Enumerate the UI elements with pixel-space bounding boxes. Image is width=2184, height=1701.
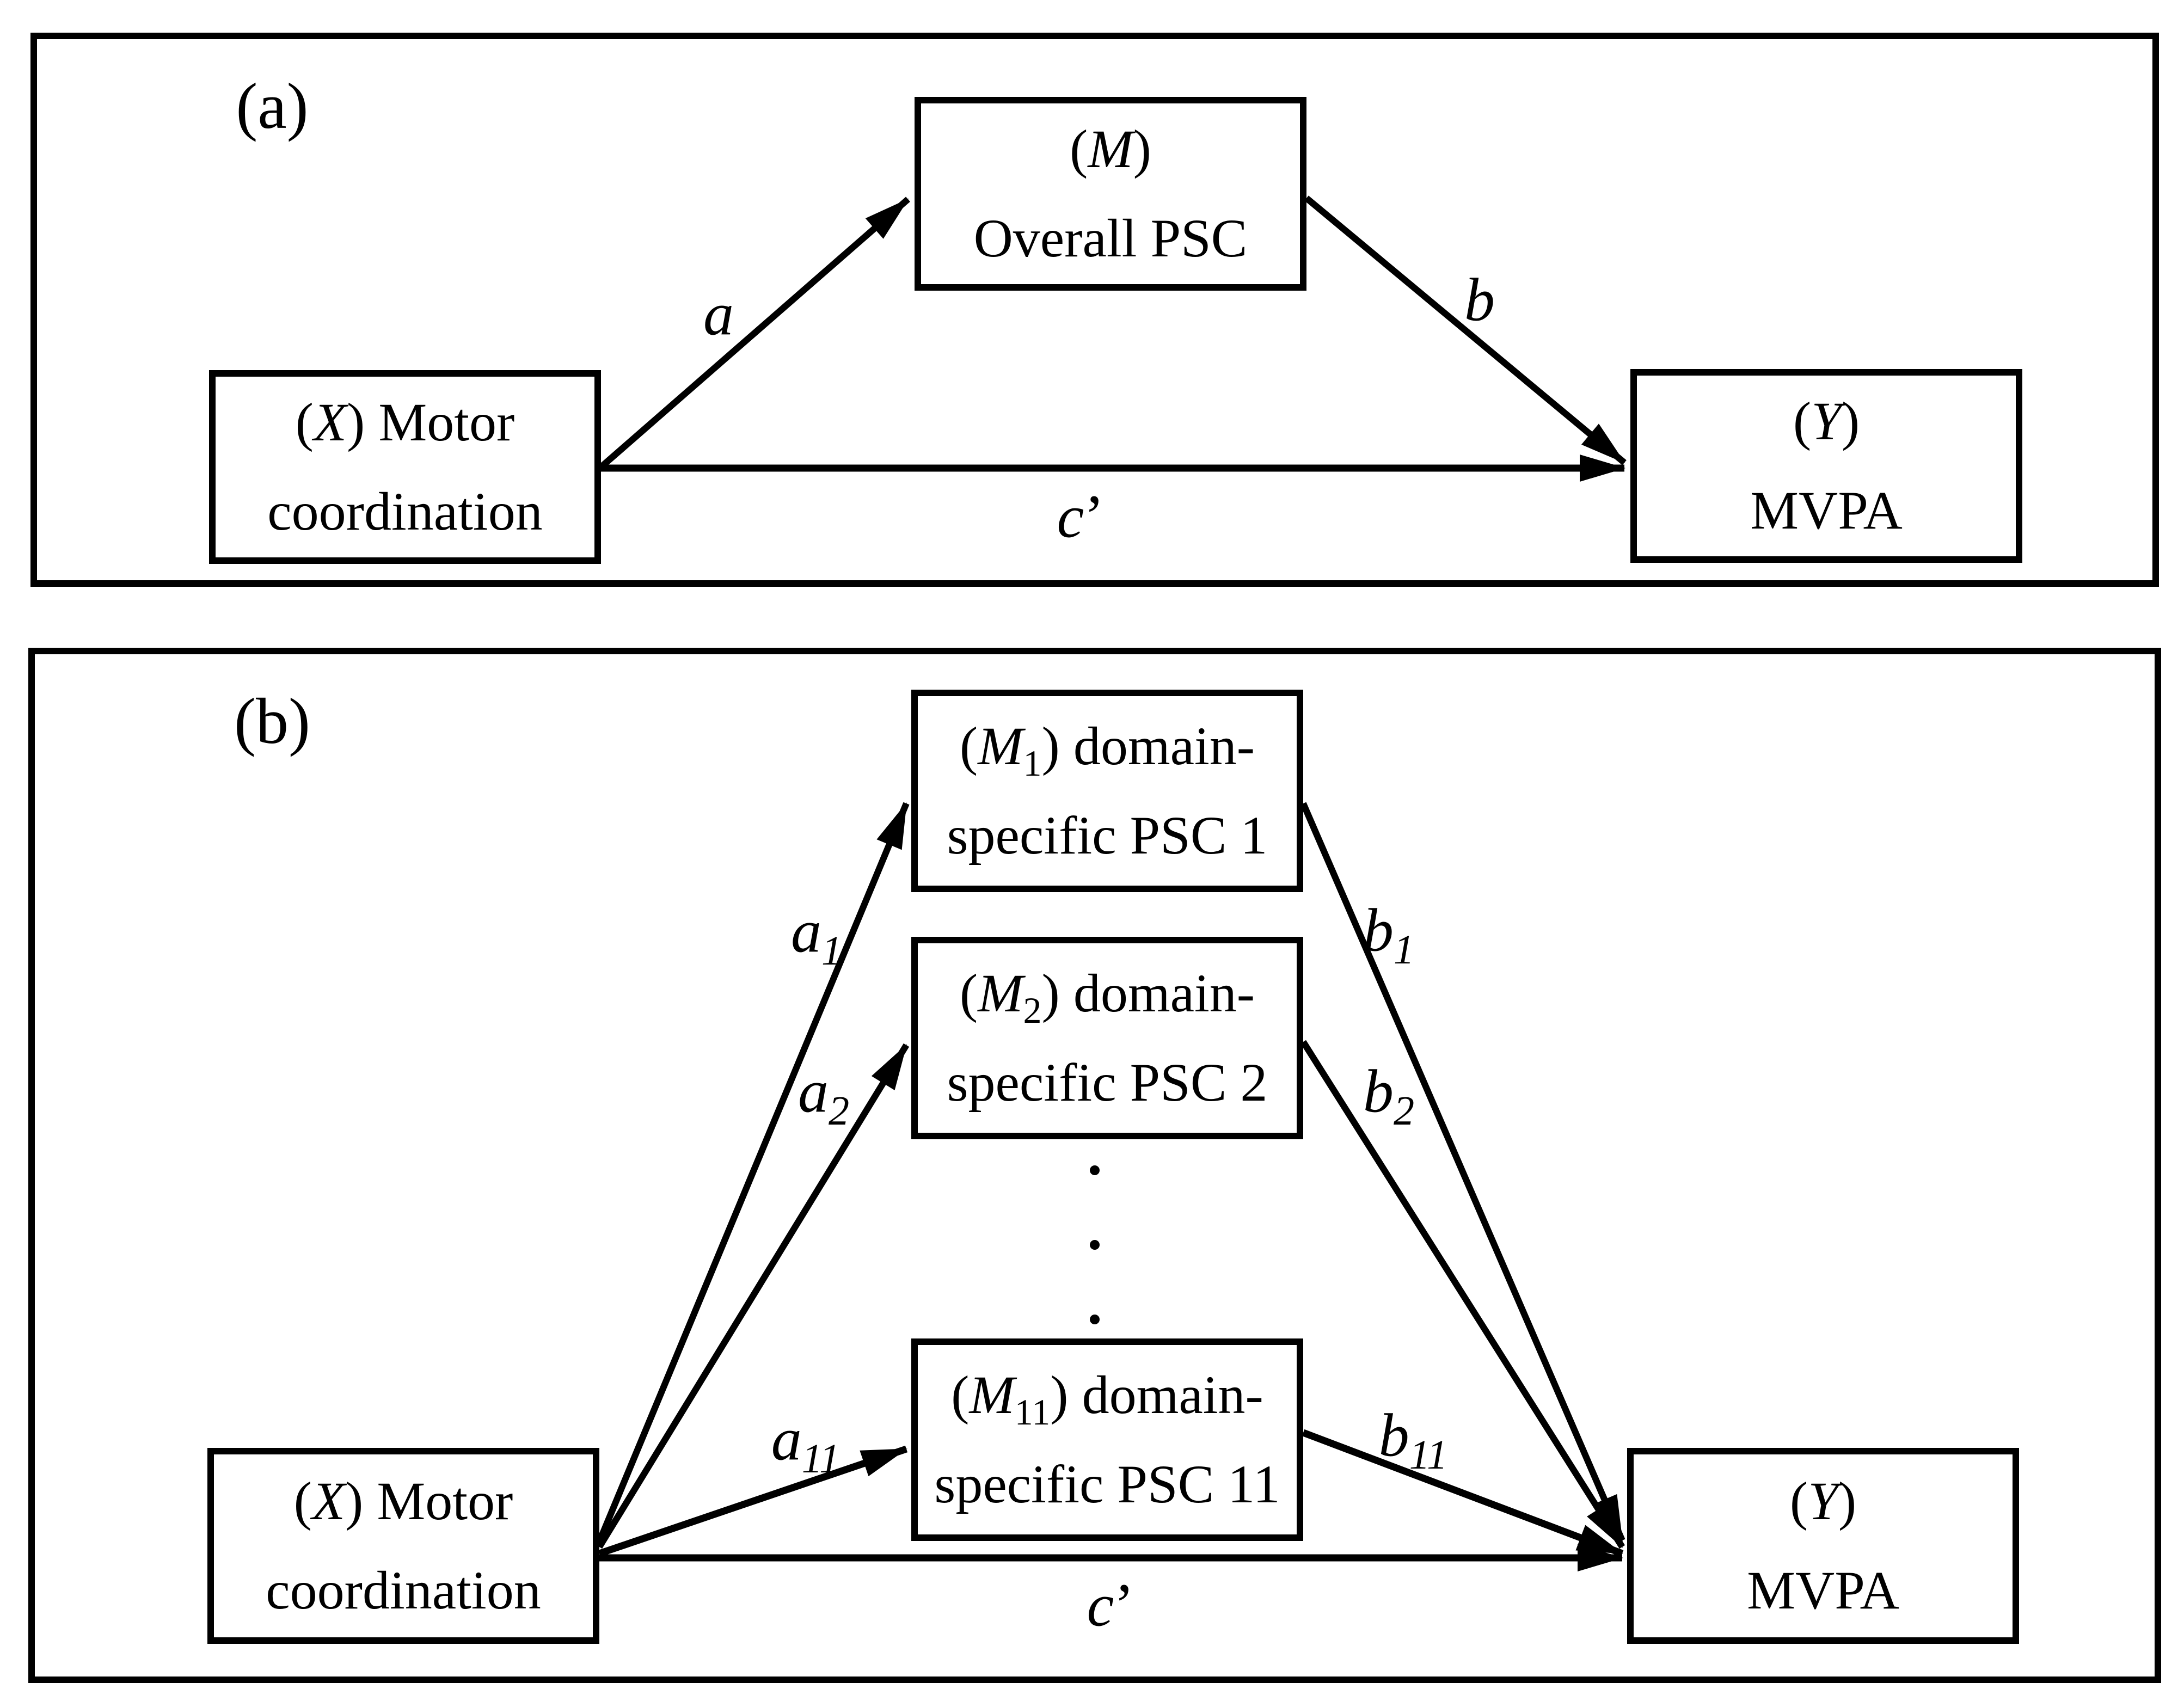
path-subscript: 1: [821, 928, 843, 974]
paren-open: (: [1793, 391, 1812, 451]
box-title-line1: (X) Motor: [294, 1471, 513, 1532]
vertical-ellipsis-dot: [1090, 1165, 1100, 1175]
vertical-ellipsis-dot: [1090, 1315, 1100, 1324]
arrow-path-b11: [1302, 1429, 1624, 1557]
box-title-rest: ) Motor: [347, 392, 515, 452]
path-label-a: a: [703, 280, 734, 350]
variable-subscript: 1: [1023, 742, 1042, 784]
panel-a-frame: [30, 33, 2159, 587]
path-subscript: 11: [1409, 1432, 1448, 1478]
variable-subscript: 2: [1023, 990, 1042, 1031]
path-coefficient: b: [1363, 1058, 1394, 1126]
panel-a-tag: (a): [236, 70, 309, 142]
paren-open: (: [293, 1471, 312, 1531]
path-subscript: 1: [1393, 926, 1415, 973]
box-title-line1: (Y): [1790, 1471, 1856, 1532]
box-title-rest: ): [1841, 391, 1860, 451]
box-mediator-psc-2: (M2) domain- specific PSC 2: [911, 937, 1303, 1139]
arrow-path-a: [599, 196, 910, 470]
paren-open: (: [1070, 119, 1088, 179]
box-title-line2: specific PSC 1: [947, 805, 1268, 865]
path-coefficient: c: [1087, 1571, 1114, 1639]
arrow-path-b: [1304, 195, 1627, 465]
box-title-rest: ): [1838, 1471, 1857, 1531]
box-predictor-motor-coordination-b: (X) Motor coordination: [207, 1448, 599, 1644]
vertical-ellipsis-dot: [1090, 1240, 1100, 1250]
variable-symbol-y: Y: [1808, 1471, 1838, 1531]
box-title-line1: (Y): [1793, 391, 1860, 452]
path-subscript: 11: [801, 1435, 841, 1482]
path-subscript: 2: [1393, 1088, 1415, 1134]
prime-mark: ’: [1084, 483, 1105, 551]
arrow-path-b2: [1300, 1040, 1625, 1549]
path-label-a2: a2: [797, 1057, 849, 1132]
box-title-line1: (M1) domain-: [959, 716, 1255, 782]
box-mediator-overall-psc: (M) Overall PSC: [915, 97, 1306, 291]
arrow-path-a11: [598, 1445, 908, 1557]
variable-symbol-m1: M: [978, 716, 1023, 776]
arrow-path-b1: [1300, 802, 1625, 1542]
box-title-rest: ) domain-: [1041, 963, 1255, 1023]
path-label-c-prime-b: c’: [1087, 1571, 1134, 1641]
path-label-b1: b1: [1363, 896, 1414, 971]
panel-b-tag: (b): [234, 685, 310, 757]
path-coefficient: c: [1057, 483, 1084, 551]
box-mediator-psc-11: (M11) domain- specific PSC 11: [911, 1338, 1303, 1541]
box-title-line2: coordination: [266, 1560, 541, 1620]
variable-symbol-m2: M: [978, 963, 1023, 1023]
path-label-c-prime-a: c’: [1057, 482, 1104, 552]
path-coefficient: b: [1378, 1402, 1409, 1470]
box-title-line1: (X) Motor: [296, 392, 515, 453]
box-title-rest: ) domain-: [1050, 1365, 1263, 1425]
box-title-line2: MVPA: [1747, 1560, 1899, 1620]
box-title-line2: MVPA: [1750, 480, 1903, 541]
prime-mark: ’: [1114, 1571, 1134, 1639]
box-title-line1: (M): [1070, 119, 1151, 180]
box-title-line2: specific PSC 2: [947, 1052, 1268, 1113]
variable-symbol-m: M: [1088, 119, 1133, 179]
box-title-line2: specific PSC 11: [934, 1454, 1280, 1514]
variable-symbol-m11: M: [969, 1365, 1015, 1425]
box-outcome-mvpa-b: (Y) MVPA: [1627, 1448, 2019, 1644]
paren-open: (: [295, 392, 314, 452]
variable-subscript: 11: [1014, 1391, 1051, 1433]
box-title-rest: ) Motor: [345, 1471, 513, 1531]
paren-open: (: [1789, 1471, 1808, 1531]
box-outcome-mvpa-a: (Y) MVPA: [1630, 369, 2022, 563]
paren-open: (: [959, 963, 978, 1023]
path-coefficient: a: [703, 280, 734, 348]
path-coefficient: b: [1464, 266, 1495, 334]
box-title-line1: (M2) domain-: [959, 963, 1255, 1029]
path-label-a1: a1: [790, 897, 842, 972]
paren-open: (: [951, 1365, 970, 1425]
path-label-b2: b2: [1363, 1057, 1414, 1132]
box-predictor-motor-coordination-a: (X) Motor coordination: [209, 370, 601, 564]
path-coefficient: a: [790, 898, 821, 966]
box-title-line2: Overall PSC: [973, 208, 1248, 268]
path-coefficient: b: [1363, 896, 1394, 965]
path-coefficient: a: [771, 1405, 802, 1473]
variable-symbol-y: Y: [1811, 391, 1842, 451]
box-mediator-psc-1: (M1) domain- specific PSC 1: [911, 690, 1303, 892]
variable-symbol-x: X: [313, 392, 347, 452]
box-title-rest: ): [1133, 119, 1151, 179]
path-coefficient: a: [797, 1058, 829, 1126]
variable-symbol-x: X: [311, 1471, 346, 1531]
arrow-path-a2: [596, 1043, 910, 1549]
path-label-b: b: [1464, 266, 1495, 336]
box-title-line1: (M11) domain-: [951, 1365, 1263, 1430]
paren-open: (: [959, 716, 978, 776]
box-title-rest: ) domain-: [1041, 716, 1255, 776]
path-label-a11: a11: [771, 1405, 841, 1479]
path-subscript: 2: [828, 1088, 850, 1134]
box-title-line2: coordination: [267, 481, 543, 542]
panel-b-frame: [28, 648, 2161, 1683]
arrow-path-a1: [596, 802, 910, 1543]
path-label-b11: b11: [1378, 1401, 1448, 1476]
